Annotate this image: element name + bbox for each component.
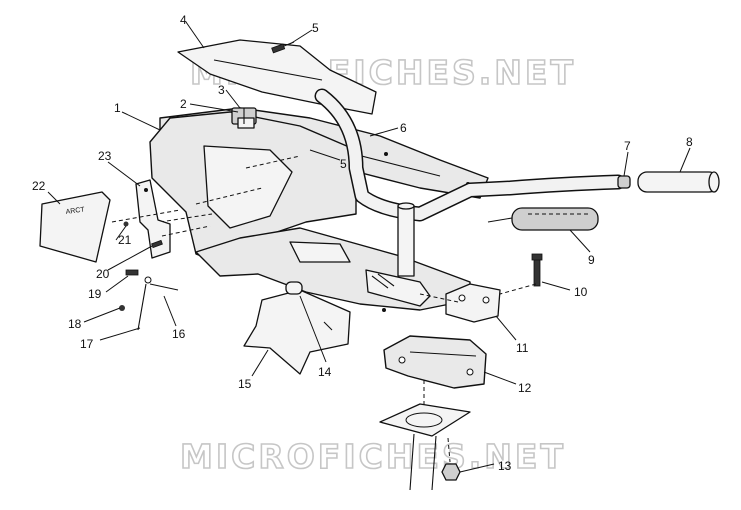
callout-10: 10 bbox=[574, 285, 588, 299]
mounting-plate bbox=[379, 403, 471, 437]
part-13-nut bbox=[441, 463, 461, 481]
callout-17: 17 bbox=[80, 337, 94, 351]
assembly-lines bbox=[111, 209, 537, 463]
callout-6: 6 bbox=[400, 121, 407, 135]
part-16-pin bbox=[149, 283, 179, 291]
callout-5-top: 5 bbox=[312, 21, 319, 35]
part-14-grommet bbox=[285, 281, 303, 295]
callout-5-mid: 5 bbox=[340, 157, 347, 171]
callout-7: 7 bbox=[624, 139, 631, 153]
callout-19: 19 bbox=[88, 287, 102, 301]
steering-column bbox=[409, 433, 437, 491]
callout-12: 12 bbox=[518, 381, 532, 395]
part-9-throttle-grip bbox=[487, 207, 599, 231]
part-lower-fairing bbox=[195, 227, 471, 312]
leader-lines bbox=[47, 21, 691, 473]
callout-22: 22 bbox=[32, 179, 46, 193]
callout-2: 2 bbox=[180, 97, 187, 111]
callouts: 4 5 3 2 1 6 5 7 8 9 10 11 12 13 14 15 16… bbox=[32, 13, 693, 473]
part-10-bolt bbox=[531, 253, 543, 287]
part-23-bracket bbox=[135, 179, 171, 259]
callout-9: 9 bbox=[588, 253, 595, 267]
callout-13: 13 bbox=[498, 459, 512, 473]
svg-text:ARCT: ARCT bbox=[65, 206, 86, 216]
callout-3: 3 bbox=[218, 83, 225, 97]
part-17-rod bbox=[137, 276, 152, 331]
steering-post bbox=[365, 202, 431, 307]
callout-18: 18 bbox=[68, 317, 82, 331]
callout-8: 8 bbox=[686, 135, 693, 149]
callout-11: 11 bbox=[516, 341, 529, 355]
handlebar-tube bbox=[314, 88, 626, 222]
callout-1: 1 bbox=[114, 101, 121, 115]
watermark-bottom: MICROFICHES.NET bbox=[180, 437, 566, 476]
callout-14: 14 bbox=[318, 365, 332, 379]
part-11-clamp-top bbox=[445, 283, 501, 323]
part-21-screw bbox=[123, 221, 129, 227]
part-22-plate: ARCT bbox=[39, 191, 111, 263]
part-19-pin bbox=[125, 269, 139, 276]
callout-4: 4 bbox=[180, 13, 187, 27]
part-7-bar-end bbox=[617, 175, 631, 189]
callout-21: 21 bbox=[118, 233, 132, 247]
part-15-lower-cover bbox=[243, 289, 351, 375]
callout-16: 16 bbox=[172, 327, 186, 341]
part-20-screw bbox=[151, 239, 163, 249]
callout-20: 20 bbox=[96, 267, 110, 281]
part-12-clamp-base bbox=[383, 335, 487, 389]
part-18-screw bbox=[119, 305, 125, 311]
part-1-front-panel bbox=[149, 111, 357, 265]
part-8-grip bbox=[637, 171, 720, 193]
callout-23: 23 bbox=[98, 149, 112, 163]
callout-15: 15 bbox=[238, 377, 252, 391]
